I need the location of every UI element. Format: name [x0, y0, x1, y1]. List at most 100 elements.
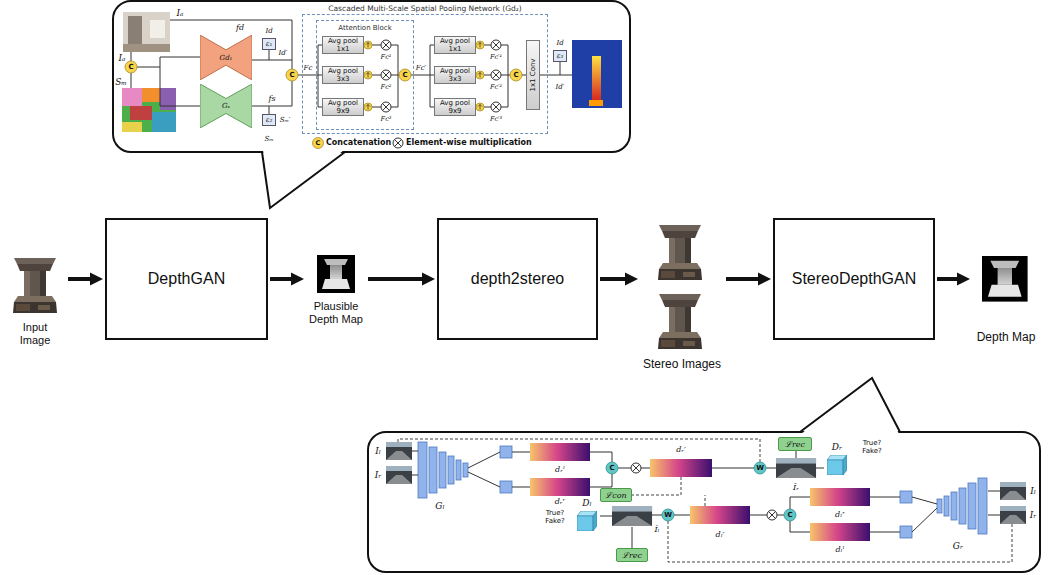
process-box: DepthGAN [105, 218, 268, 340]
node-label: ℒcon [605, 491, 626, 500]
statue-picture [658, 225, 702, 280]
segmentation-map [122, 88, 176, 132]
callout-bubble [113, 1, 630, 152]
node-label: Stereo Images [643, 358, 721, 372]
node-label: Gₛ [222, 102, 230, 110]
operator-symbol: C [513, 72, 518, 79]
math-symbol: dₗ′ [716, 531, 725, 539]
callout-bubble [801, 378, 899, 434]
math-symbol: Iₗ [1030, 487, 1036, 496]
node-label: Avg pool 3x3 [435, 67, 475, 83]
stereo-network-art [530, 443, 870, 541]
arrow-head [758, 273, 771, 286]
segmentation-map [160, 88, 176, 110]
loss-box: ℒcon [600, 488, 632, 502]
discriminator-cube [843, 455, 847, 475]
callout-bubble [263, 150, 344, 208]
wire [269, 50, 270, 60]
upsample-symbol [476, 71, 484, 79]
note-text: True? Fake? [857, 440, 887, 455]
output-depth-heatmap [572, 40, 622, 108]
upsample-symbol [364, 71, 372, 79]
node-label: Avg pool 9x9 [435, 99, 475, 115]
arrow-head [291, 273, 304, 286]
depth-picture [982, 256, 1028, 302]
stereo-network-art [398, 439, 1012, 562]
math-symbol: Fc³ [381, 116, 392, 123]
arrow-head [422, 273, 435, 286]
stereo-network-art [418, 442, 427, 498]
stereo-network-art [937, 499, 942, 513]
stereo-network-art [398, 439, 760, 462]
wire [560, 62, 561, 75]
concat-symbol [510, 69, 522, 81]
stereo-network-art [810, 488, 870, 506]
stereo-network-art [468, 452, 500, 487]
operator-symbol: W [664, 512, 672, 519]
operator-symbol: C [787, 512, 792, 519]
pool-layer: Avg pool 1x1 [322, 36, 364, 54]
stereo-network-art [784, 509, 796, 521]
statue-picture [658, 294, 702, 349]
generator-shape: Gₛ [200, 84, 252, 128]
flow-arrow [937, 273, 970, 286]
image-figure: Stereo Images [640, 222, 724, 372]
multiply-symbol [381, 70, 391, 80]
discriminator: Dᵣ [824, 442, 850, 480]
wire [540, 75, 572, 76]
note-text: True? Fake? [540, 510, 570, 525]
node-label: Avg pool 3x3 [323, 67, 363, 83]
math-symbol: Iₗ [375, 447, 381, 456]
conv-layer: 1x1 Conv [526, 40, 540, 110]
wire [131, 52, 132, 61]
operator-symbol: C [128, 64, 133, 71]
segmentation-map [142, 88, 160, 102]
math-symbol: Fc [304, 65, 313, 72]
arrow-line [937, 277, 960, 281]
wire [269, 106, 270, 114]
math-symbol: fd [236, 24, 244, 32]
discriminator-cube [593, 511, 597, 531]
stereo-network-art [530, 478, 590, 496]
stereo-network-art [1000, 482, 1026, 500]
stereo-network-art [632, 527, 633, 548]
node-label: ε₁ [266, 40, 273, 48]
stereo-network-art [754, 462, 766, 474]
discriminator-cube [577, 511, 597, 531]
group-title: Cascaded Multi-Scale Spatial Pooling Net… [303, 5, 547, 13]
stereo-network-art [618, 468, 650, 469]
concat-symbol [399, 69, 411, 81]
stereo-network-art [500, 446, 512, 458]
arrow-line [270, 277, 294, 281]
statue-picture [13, 258, 57, 313]
segmentation-map [152, 112, 176, 132]
concat-symbol [313, 138, 324, 149]
stereo-network-art [429, 447, 437, 493]
stereo-network-art [463, 463, 468, 477]
arrow-line [726, 277, 761, 281]
operator-symbol: W [756, 465, 764, 472]
input-photo [123, 12, 170, 52]
stereo-network-art [870, 497, 900, 532]
node-label: ℒrec [785, 440, 805, 449]
node-label: Depth Map [977, 331, 1036, 345]
math-symbol: Iᵣ [1030, 511, 1037, 520]
callout-bubble [800, 378, 900, 432]
stereo-network-art [418, 442, 987, 538]
generator-outline [200, 84, 252, 128]
multiply-symbol [393, 138, 403, 148]
loss-box: ℒrec [616, 548, 648, 562]
stereo-network-art [690, 506, 750, 524]
math-symbol: Iₐ [177, 9, 184, 18]
discriminator-cube [827, 455, 847, 475]
stereo-network-art [386, 466, 412, 484]
node-label: Plausible Depth Map [306, 300, 366, 325]
multiply-symbol [491, 102, 501, 112]
stereo-network-art [606, 462, 796, 521]
multiply-symbol [491, 40, 501, 50]
math-symbol: fs [268, 95, 275, 103]
math-symbol: Id [556, 40, 563, 47]
node-label: Avg pool 1x1 [323, 37, 363, 53]
node-label: 1x1 Conv [529, 58, 537, 91]
